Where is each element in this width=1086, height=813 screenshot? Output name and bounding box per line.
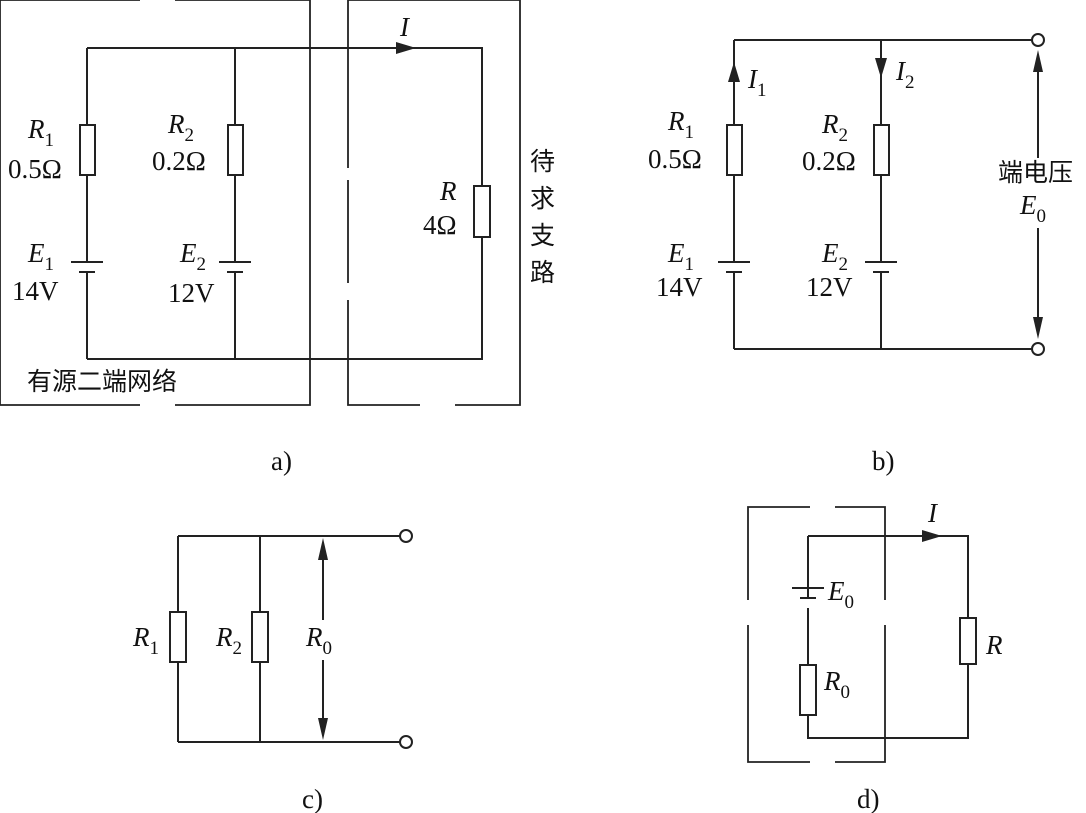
resistor-r1 [169, 611, 187, 663]
battery-e1 [718, 261, 750, 273]
panel-b: I1 I2 R1 0.5Ω R2 0.2Ω E1 14V E2 12V 端电压 … [648, 33, 1085, 476]
branch-char-3: 支 [530, 221, 555, 250]
current-label: I [399, 12, 411, 42]
i1-arrow [728, 62, 740, 82]
i2-arrow [875, 58, 887, 78]
current-label: I [927, 498, 939, 528]
resistor-r1 [79, 124, 96, 176]
wire-top [87, 47, 483, 186]
terminal-label: 端电压 [998, 158, 1073, 187]
resistor-r [959, 617, 977, 665]
resistor-r [473, 185, 491, 238]
branch-char-1: 待 [530, 147, 555, 176]
e1-label: E1 [27, 238, 54, 275]
e1-label: E1 [667, 238, 694, 275]
battery-e2 [219, 261, 251, 273]
resistor-r2 [873, 124, 890, 176]
branch-char-4: 路 [530, 258, 555, 287]
r0-arrow-head-bottom [318, 718, 328, 740]
r1-value: 0.5Ω [648, 144, 702, 174]
terminal-top [1031, 33, 1045, 47]
r-label: R [985, 630, 1003, 660]
voltage-arrow-head-bottom [1033, 317, 1043, 339]
resistor-r1 [726, 124, 743, 176]
panel-d: I E0 R0 R d) [747, 498, 1003, 813]
network-box [0, 0, 311, 406]
r0-label: R0 [305, 622, 332, 659]
i1-label: I1 [747, 64, 767, 101]
i2-label: I2 [895, 56, 915, 93]
r1-label: R1 [27, 114, 54, 151]
r1-label: R1 [132, 622, 159, 659]
equivalent-box [747, 506, 886, 763]
e1-value: 14V [12, 276, 59, 306]
r2-value: 0.2Ω [802, 146, 856, 176]
e1-value: 14V [656, 272, 703, 302]
r2-label: R2 [215, 622, 242, 659]
panel-c: R1 R2 R0 c) [132, 529, 413, 813]
e2-label: E2 [179, 238, 206, 275]
e2-value: 12V [168, 278, 215, 308]
r2-label: R2 [821, 109, 848, 146]
e2-value: 12V [806, 272, 853, 302]
current-arrow [922, 530, 942, 542]
battery-e2 [865, 261, 897, 273]
terminal-bottom [1031, 342, 1045, 356]
resistor-r2 [227, 124, 244, 176]
terminal-top [399, 529, 413, 543]
resistor-r2 [251, 611, 269, 663]
r-label: R [439, 176, 457, 206]
r2-label: R2 [167, 109, 194, 146]
voltage-arrow-head-top [1033, 50, 1043, 72]
r2-value: 0.2Ω [152, 146, 206, 176]
e2-label: E2 [821, 238, 848, 275]
current-arrow [396, 42, 416, 54]
r-value: 4Ω [423, 210, 457, 240]
branch-char-2: 求 [530, 184, 555, 213]
battery-e0 [792, 587, 824, 599]
network-label: 有源二端网络 [27, 367, 177, 396]
terminal-bottom [399, 735, 413, 749]
panel-a: I R1 0.5Ω R2 0.2Ω E1 14V E2 12V [0, 0, 555, 476]
r1-label: R1 [667, 106, 694, 143]
r1-value: 0.5Ω [8, 154, 62, 184]
caption-b: b) [872, 446, 895, 476]
branch-box [347, 0, 521, 406]
e0-label: E0 [827, 576, 854, 613]
r0-label-bg [303, 620, 347, 660]
caption-c: c) [302, 784, 323, 813]
r0-label: R0 [823, 666, 850, 703]
wire-loop [807, 535, 969, 739]
e0-label: E0 [1019, 190, 1046, 227]
battery-e1 [71, 261, 103, 273]
caption-d: d) [857, 784, 880, 813]
terminal-label-bg [995, 158, 1085, 228]
r0-arrow-head-top [318, 538, 328, 560]
resistor-r0 [799, 664, 817, 716]
caption-a: a) [271, 446, 292, 476]
wire-r-to-bottom [87, 237, 483, 360]
